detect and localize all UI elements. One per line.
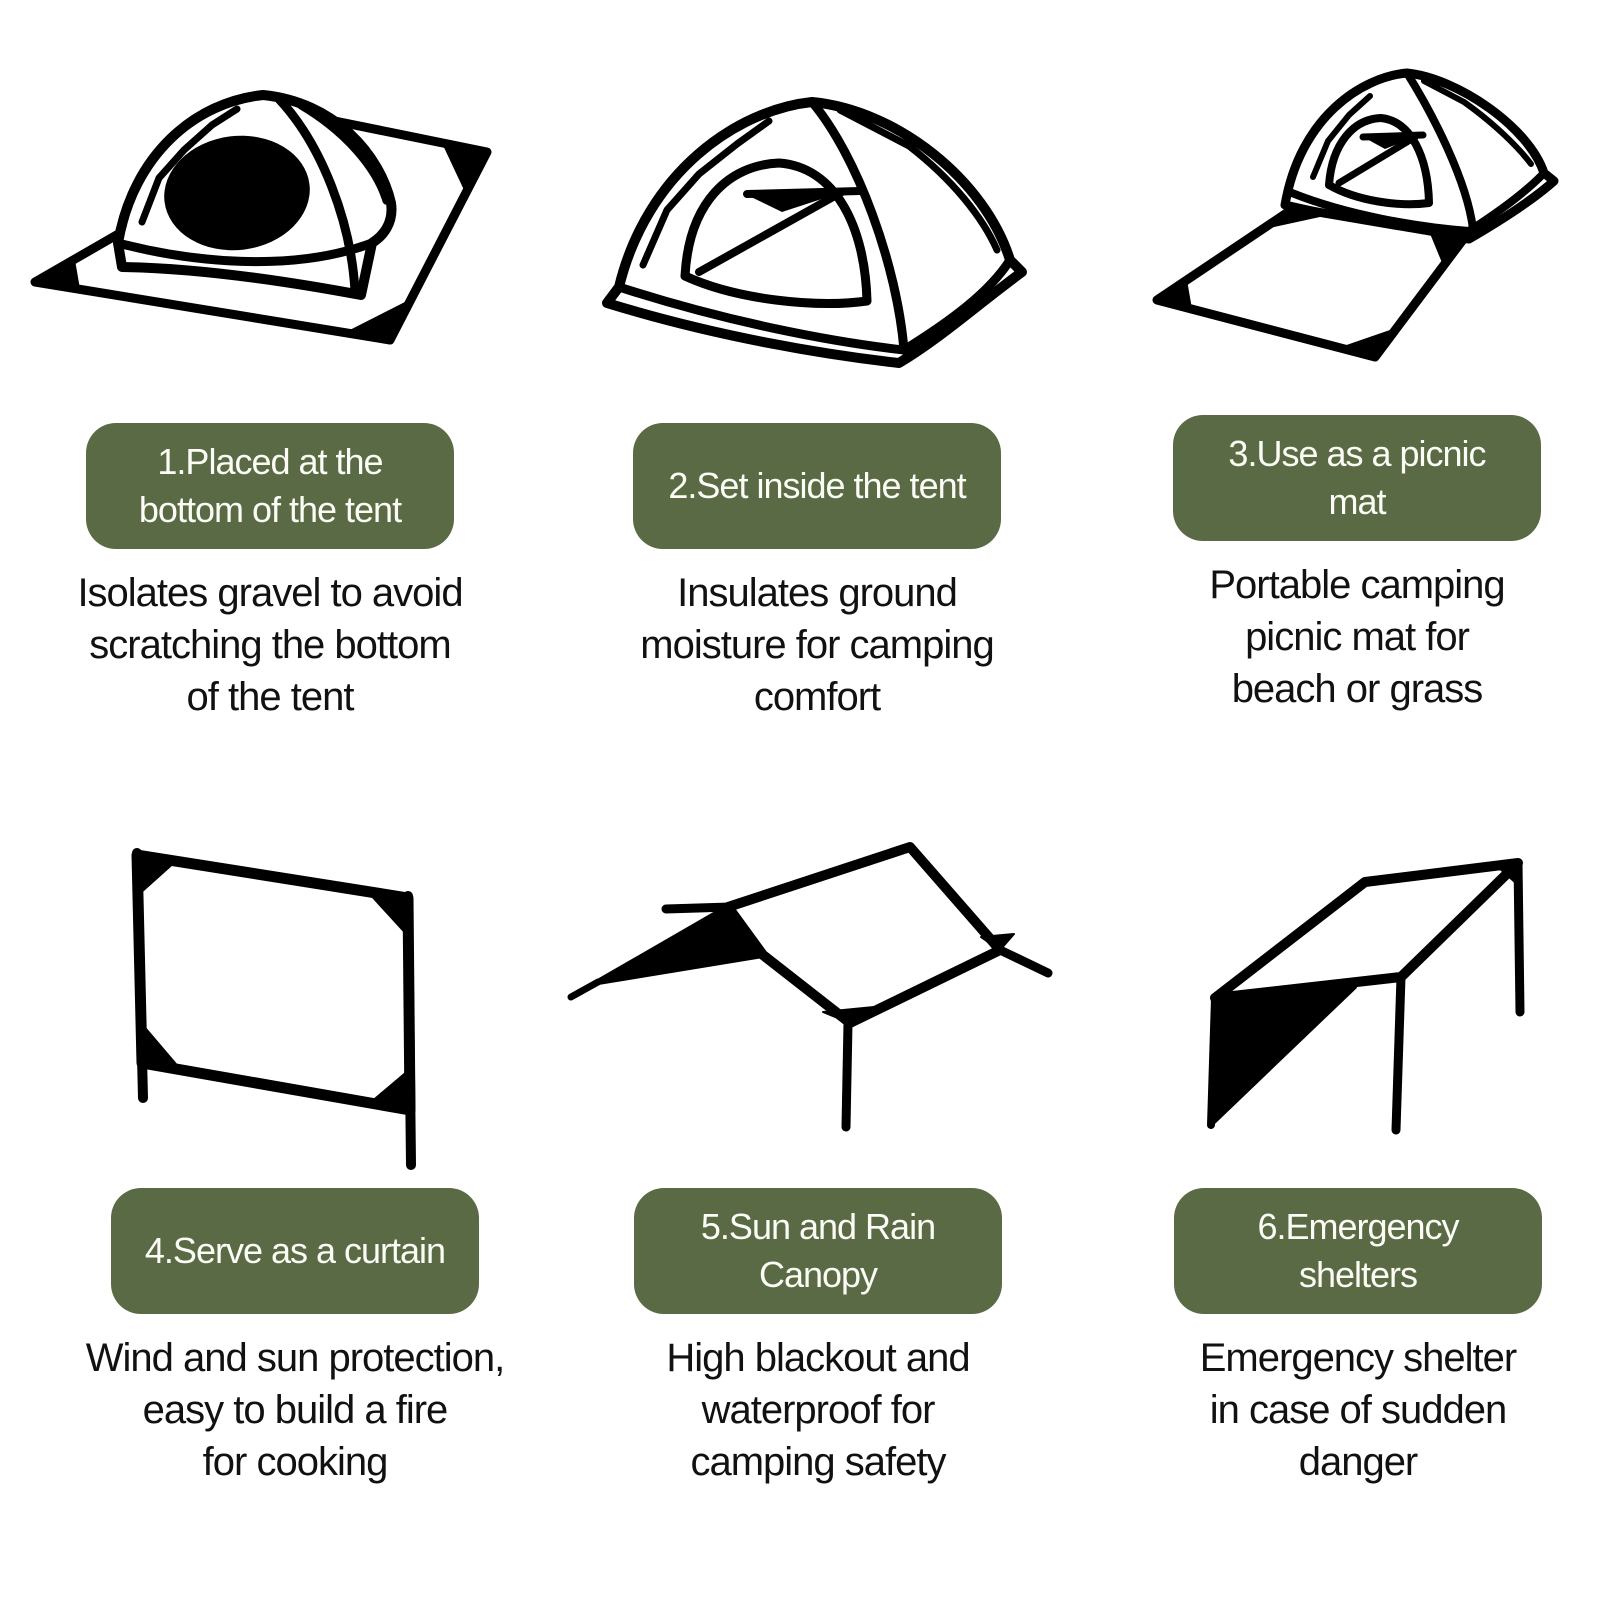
tarp-shaded-wing: [598, 907, 763, 982]
right-pole: [1518, 863, 1520, 1012]
door-shade: [1365, 136, 1417, 149]
tent-seam-line: [840, 110, 997, 250]
panel-picnic-mat: 3.Use as a picnic mat Portable camping p…: [1092, 55, 1601, 715]
corner-tab: [368, 892, 410, 938]
mat-corner-tab: [1157, 280, 1191, 309]
tent-skirt-line: [118, 243, 372, 262]
step-description: Portable camping picnic mat for beach or…: [1209, 563, 1505, 711]
panel-curtain: 4.Serve as a curtain Wind and sun protec…: [30, 820, 560, 1488]
tent-skirt-line: [619, 260, 1010, 350]
shelter-roof: [1215, 863, 1518, 998]
step-badge: 6.Emergency shelters: [1174, 1188, 1542, 1314]
door-inner-line: [1363, 135, 1423, 137]
tent-pole-line: [279, 99, 355, 291]
panel-set-inside-tent: 2.Set inside the tent Insulates ground m…: [552, 60, 1082, 723]
tent-left-tail: [607, 287, 619, 303]
step-badge: 5.Sun and Rain Canopy: [634, 1188, 1002, 1314]
front-pole: [846, 1023, 848, 1127]
mat-corner-tab: [346, 300, 411, 340]
step-badge: 3.Use as a picnic mat: [1173, 415, 1541, 541]
ridge-rope: [666, 907, 730, 909]
step-badge: 2.Set inside the tent: [633, 423, 1001, 549]
tent-seam-line: [1424, 81, 1531, 164]
pole-top-tab: [823, 1007, 874, 1023]
mat-corner-tab: [35, 260, 79, 289]
tent-pole-line: [812, 102, 904, 350]
mat-corner-tab: [1341, 329, 1396, 357]
mat-corner-tab: [443, 143, 487, 192]
door-inner-line: [1339, 137, 1415, 183]
guy-line: [571, 982, 598, 997]
lean-to-shelter-illustration: [1148, 840, 1568, 1160]
tarp-top: [728, 847, 1000, 1023]
corner-tab: [141, 1023, 181, 1070]
door-shade: [747, 194, 837, 212]
corner-tab: [981, 934, 1014, 950]
middle-pole: [1396, 977, 1401, 1130]
tent-on-ground-mat-illustration: [30, 60, 510, 380]
tent-with-picnic-mat-illustration: [1117, 55, 1597, 395]
guy-line: [1000, 950, 1048, 973]
door-inner-line: [747, 191, 860, 194]
step-description: High blackout and waterproof for camping…: [666, 1336, 970, 1484]
panel-canopy: 5.Sun and Rain Canopy High blackout and …: [553, 800, 1083, 1488]
step-description: Wind and sun protection, easy to build a…: [85, 1336, 505, 1484]
tent-seam-line: [142, 109, 237, 222]
tent-pole-line: [1407, 73, 1473, 229]
step-description: Emergency shelter in case of sudden dang…: [1199, 1336, 1517, 1484]
step-description: Isolates gravel to avoid scratching the …: [77, 571, 463, 719]
corner-tab: [370, 1070, 410, 1110]
tent-seam-line: [301, 106, 386, 201]
panel-emergency-shelter: 6.Emergency shelters Emergency shelter i…: [1093, 840, 1601, 1488]
step-badge: 1.Placed at the bottom of the tent: [86, 423, 454, 549]
mat-corner-tab: [1430, 231, 1465, 265]
tent-skirt-line: [1292, 173, 1544, 231]
right-pole: [408, 896, 411, 1165]
corner-tab: [1498, 863, 1520, 884]
step-badge: 4.Serve as a curtain: [111, 1188, 479, 1314]
a-frame-tarp-canopy-illustration: [553, 800, 1083, 1150]
corner-tab: [137, 855, 176, 895]
dome-tent-illustration: [577, 60, 1057, 380]
tent-door-dark: [164, 135, 310, 251]
shelter-side-wall: [1213, 987, 1355, 1123]
picnic-mat: [1157, 208, 1465, 357]
tent-seam-line: [1313, 96, 1370, 177]
tent-seam-line: [643, 121, 769, 265]
panel-placed-at-bottom: 1.Placed at the bottom of the tent Isola…: [5, 60, 535, 723]
mat-corner-tab: [1265, 208, 1329, 228]
step-description: Insulates ground moisture for camping co…: [640, 571, 994, 719]
door-inner-line: [699, 192, 842, 272]
curtain-screen-illustration: [95, 820, 495, 1180]
